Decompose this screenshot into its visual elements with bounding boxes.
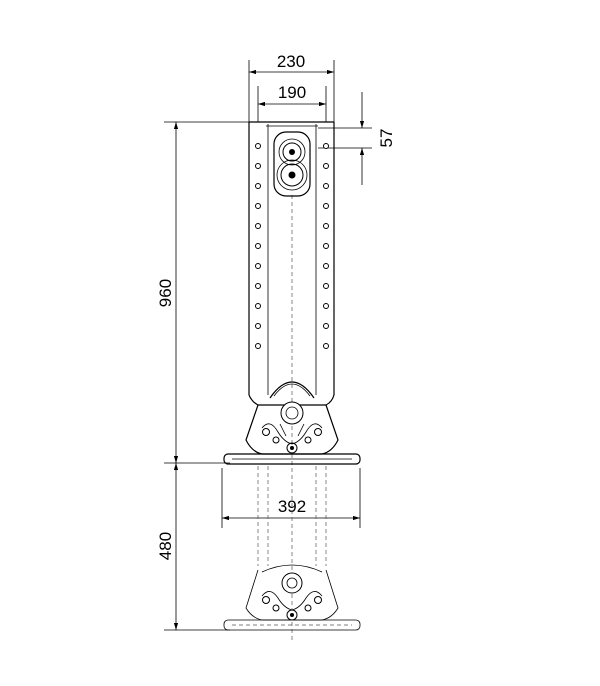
leg-column-extended bbox=[248, 121, 335, 640]
dimension-base-width: 392 bbox=[221, 468, 361, 528]
dimension-overall-width: 230 bbox=[248, 52, 335, 122]
dimension-top-offset: 57 bbox=[318, 92, 396, 185]
dimension-extended-height: 960 bbox=[156, 121, 260, 464]
dimension-label-960: 960 bbox=[156, 279, 175, 307]
foot-assembly-extended bbox=[223, 381, 361, 465]
dimension-label-230: 230 bbox=[277, 52, 305, 71]
dimension-retracted-height: 480 bbox=[156, 463, 230, 631]
gearbox bbox=[273, 131, 311, 197]
dimension-label-190: 190 bbox=[278, 83, 306, 102]
dimension-label-480: 480 bbox=[156, 532, 175, 560]
adjustment-holes-left bbox=[255, 143, 261, 349]
dimension-label-57: 57 bbox=[377, 129, 396, 148]
adjustment-holes-right bbox=[323, 143, 329, 349]
dimension-inner-width: 190 bbox=[257, 83, 327, 122]
foot-assembly-retracted bbox=[223, 466, 361, 631]
